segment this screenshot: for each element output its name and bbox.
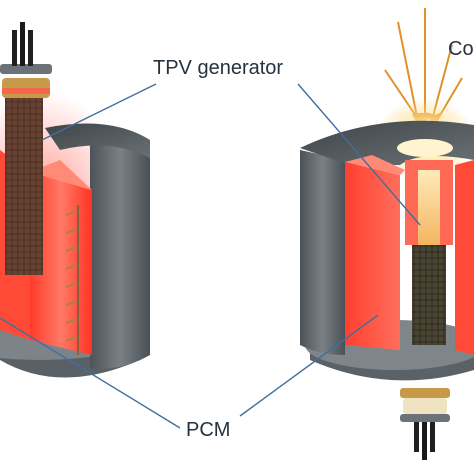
leader-pcm-left	[0, 317, 181, 429]
right-device	[300, 8, 474, 460]
tpv-generator-label: TPV generator	[153, 57, 284, 79]
concentrated-sunlight-label: Co	[448, 38, 474, 60]
leader-tpv-left	[41, 83, 157, 141]
leader-tpv-right	[297, 83, 421, 226]
left-device	[0, 22, 150, 378]
pcm-label: PCM	[186, 419, 231, 441]
leader-lines	[0, 83, 421, 429]
leader-pcm-right	[239, 314, 379, 417]
